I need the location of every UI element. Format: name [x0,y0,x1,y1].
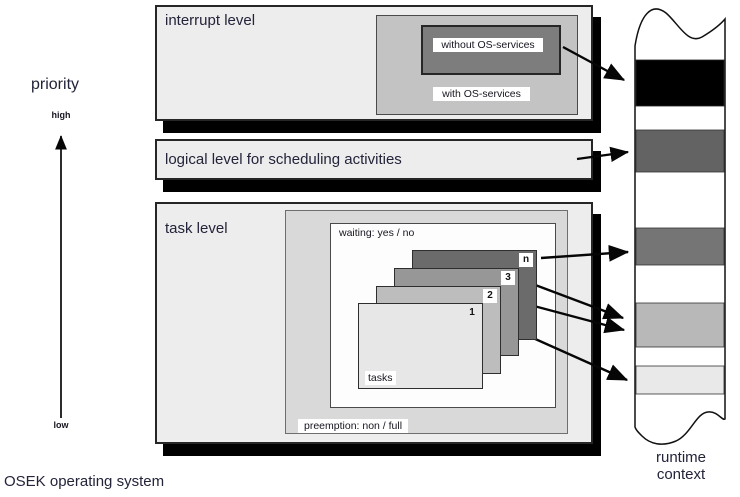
runtime-context-label-line1: runtime [655,449,707,466]
priority-low-label: low [53,420,69,430]
preemption-label: preemption: non / full [298,419,409,433]
task-card-1-label: 1 [469,307,475,318]
runtime-context-label: runtime context [630,449,732,483]
runtime-band-scheduling [635,129,725,173]
task-card-2-label: 2 [483,289,497,303]
without-os-services-label: without OS-services [433,38,543,52]
runtime-band-interrupt-without-os [635,59,725,107]
priority-axis-label: priority [31,76,80,93]
runtime-band-task-n [635,227,725,266]
task-card-3-label: 3 [501,271,515,285]
task-card-1: 1 tasks [358,303,483,389]
waiting-label: waiting: yes / no [339,227,415,239]
runtime-context-strip [634,8,726,445]
interrupt-level-box: interrupt level without OS-services with… [155,5,593,121]
figure-caption: OSEK operating system [4,473,165,490]
task-level-label: task level [165,220,228,237]
priority-high-label: high [51,110,71,120]
logical-level-box: logical level for scheduling activities [155,139,593,180]
with-os-services-region: without OS-services with OS-services [376,15,578,115]
without-os-services-box: without OS-services [421,25,561,75]
runtime-band-task-1 [635,365,725,395]
interrupt-level-label: interrupt level [165,12,256,29]
task-card-n-label: n [519,253,533,267]
tasks-label: tasks [365,371,396,385]
runtime-context-label-line2: context [656,466,706,483]
logical-level-label: logical level for scheduling activities [165,151,402,168]
runtime-band-task-3-2 [635,302,725,348]
with-os-services-label: with OS-services [433,87,530,101]
